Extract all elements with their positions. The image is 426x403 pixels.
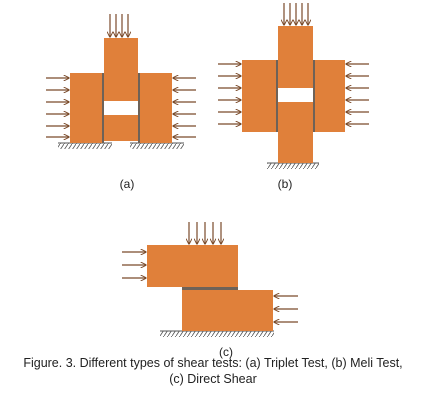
brick-bottom: [278, 102, 313, 163]
panel-label-c: (c): [219, 345, 233, 359]
caption-line-1: Figure. 3. Different types of shear test…: [23, 356, 403, 370]
mortar-joint-right: [138, 73, 140, 143]
lateral-arrows-left: [46, 78, 69, 137]
brick-middle-bottom: [104, 115, 138, 141]
panel-label-b: (b): [278, 177, 293, 191]
direct-shear-diagram: (c): [122, 222, 298, 359]
brick-top: [278, 26, 313, 88]
mortar-joint-left: [276, 60, 278, 132]
brick-upper: [147, 245, 238, 287]
brick-middle-top: [104, 38, 138, 101]
mortar-joint: [182, 287, 238, 290]
lateral-arrows-right: [274, 296, 298, 322]
brick-left: [242, 60, 277, 132]
triplet-test-diagram: (a): [46, 14, 196, 191]
mortar-joint-right: [313, 60, 315, 132]
support-right: [130, 143, 184, 149]
support-left: [58, 143, 112, 149]
brick-right: [314, 60, 345, 132]
vertical-load-arrows: [110, 14, 128, 37]
panel-label-a: (a): [120, 177, 135, 191]
meli-test-diagram: (b): [218, 3, 369, 191]
lateral-arrows-right: [346, 64, 369, 124]
figure-caption: Figure. 3. Different types of shear test…: [0, 355, 426, 387]
vertical-load-arrows: [284, 3, 308, 25]
caption-line-2: (c) Direct Shear: [169, 372, 257, 386]
vertical-load-arrows: [189, 222, 221, 244]
support-bottom: [267, 163, 319, 169]
lateral-arrows-right: [173, 78, 196, 137]
lateral-arrows-left: [218, 64, 241, 124]
lateral-arrows-left: [122, 252, 146, 278]
support-bottom: [160, 331, 274, 337]
brick-right: [140, 73, 172, 143]
mortar-joint-left: [102, 73, 104, 143]
brick-left: [70, 73, 102, 143]
brick-lower: [182, 290, 273, 331]
